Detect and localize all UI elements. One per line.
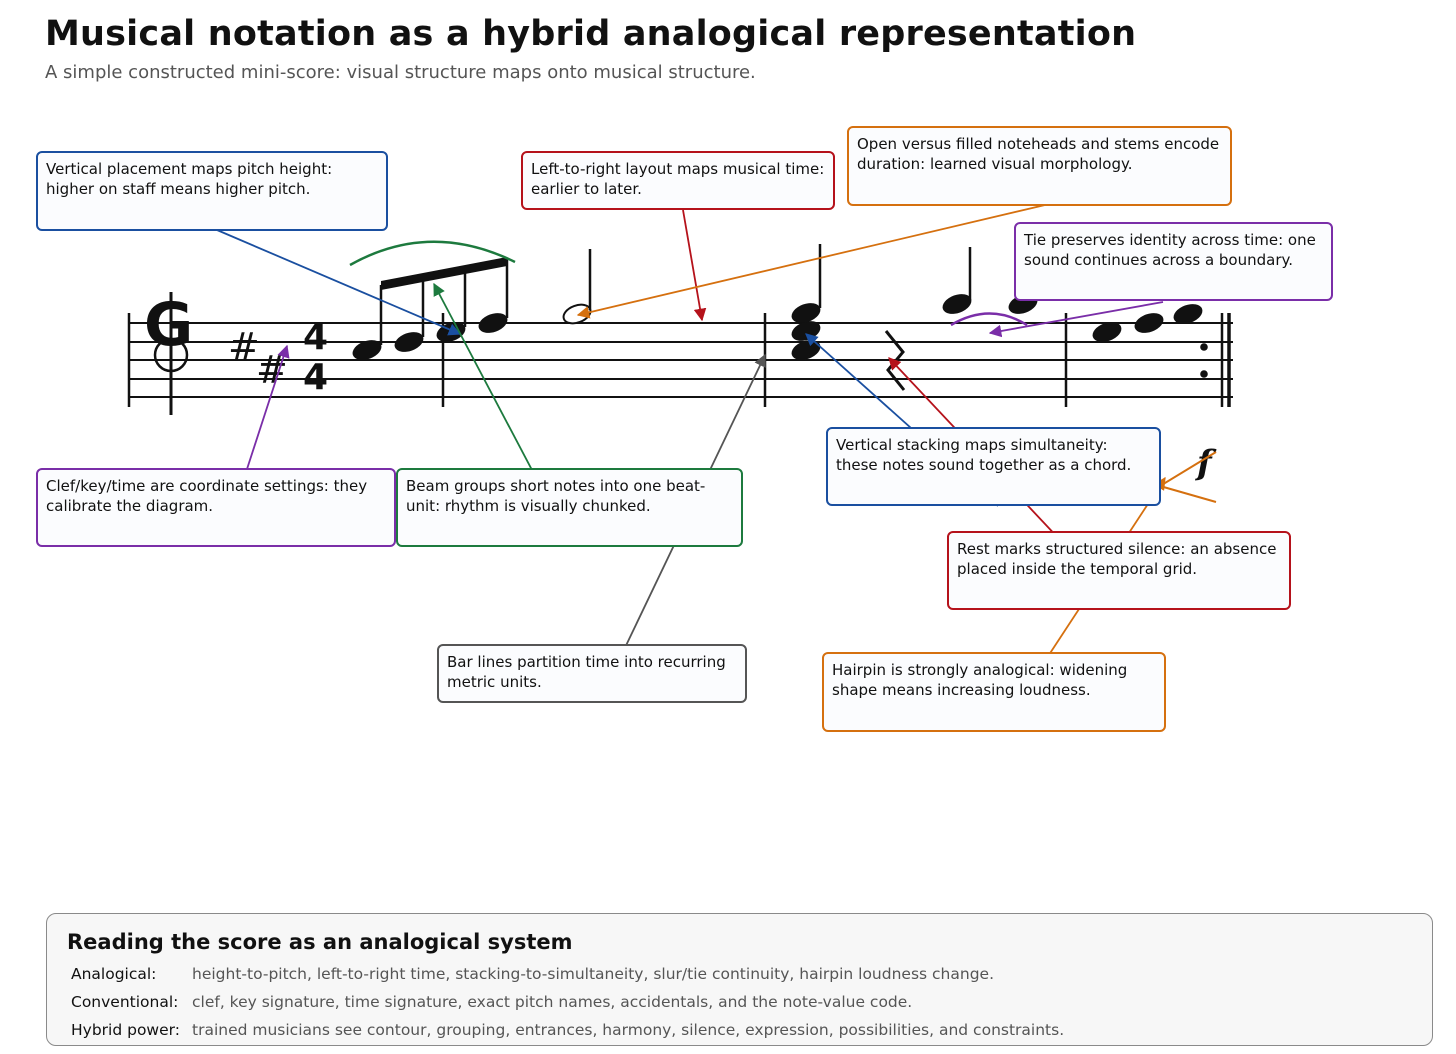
callout-pitch: Vertical placement maps pitch height: hi… xyxy=(36,151,388,231)
arrow-time xyxy=(682,209,707,322)
callout-time: Left-to-right layout maps musical time: … xyxy=(521,151,835,210)
reading-row-text: trained musicians see contour, grouping,… xyxy=(192,1021,1065,1039)
reading-row-text: clef, key signature, time signature, exa… xyxy=(192,993,913,1011)
callout-chord: Vertical stacking maps simultaneity: the… xyxy=(826,427,1161,506)
repeat-dot xyxy=(1200,370,1208,378)
final-measure-notes xyxy=(1092,304,1203,342)
tie xyxy=(950,312,1028,327)
score-diagram: G # # 4 4 xyxy=(127,204,1233,732)
arrow-duration xyxy=(576,204,1046,319)
notehead xyxy=(394,332,424,352)
beamed-note-group xyxy=(349,240,516,360)
key-sharp: # xyxy=(228,325,260,369)
callout-clef: Clef/key/time are coordinate settings: t… xyxy=(36,468,396,547)
notehead xyxy=(791,303,821,323)
reading-panel: Reading the score as an analogical syste… xyxy=(46,913,1433,1046)
reading-row-analogical: Analogical: height-to-pitch, left-to-righ… xyxy=(71,965,994,983)
callout-duration: Open versus filled noteheads and stems e… xyxy=(847,126,1232,206)
repeat-dot xyxy=(1200,343,1208,351)
beam xyxy=(381,257,507,290)
arrow-pitch xyxy=(216,229,462,336)
notehead xyxy=(352,340,382,360)
time-sig-bottom: 4 xyxy=(303,357,328,398)
callout-hairpin: Hairpin is strongly analogical: widening… xyxy=(822,652,1166,732)
slur xyxy=(349,240,516,267)
reading-title: Reading the score as an analogical syste… xyxy=(67,930,573,954)
clef-loop xyxy=(153,337,189,373)
notehead xyxy=(1092,322,1122,342)
page-title: Musical notation as a hybrid analogical … xyxy=(45,14,1137,54)
page-subtitle: A simple constructed mini-score: visual … xyxy=(45,62,756,83)
dynamic-marking: f xyxy=(1195,443,1217,483)
bar-lines xyxy=(127,313,1231,407)
time-sig-top: 4 xyxy=(303,317,328,358)
treble-clef-icon: G xyxy=(144,290,193,415)
callout-tie: Tie preserves identity across time: one … xyxy=(1014,222,1333,301)
key-sharp: # xyxy=(256,348,288,392)
notehead xyxy=(1134,313,1164,333)
callout-rest: Rest marks structured silence: an absenc… xyxy=(947,531,1291,610)
reading-row-hybrid: Hybrid power: trained musicians see conto… xyxy=(71,1021,1064,1039)
reading-row-label: Hybrid power: xyxy=(71,1021,180,1039)
reading-row-label: Analogical: xyxy=(71,965,157,983)
reading-row-conventional: Conventional: clef, key signature, time s… xyxy=(71,993,912,1011)
reading-row-label: Conventional: xyxy=(71,993,179,1011)
half-note xyxy=(562,249,592,325)
notehead xyxy=(942,294,972,314)
callout-beam: Beam groups short notes into one beat-un… xyxy=(396,468,743,547)
arrow-tie xyxy=(988,301,1164,338)
callout-barline: Bar lines partition time into recurring … xyxy=(437,644,747,703)
reading-row-text: height-to-pitch, left-to-right time, sta… xyxy=(192,965,995,983)
notehead xyxy=(1173,304,1203,324)
notehead xyxy=(478,313,508,333)
